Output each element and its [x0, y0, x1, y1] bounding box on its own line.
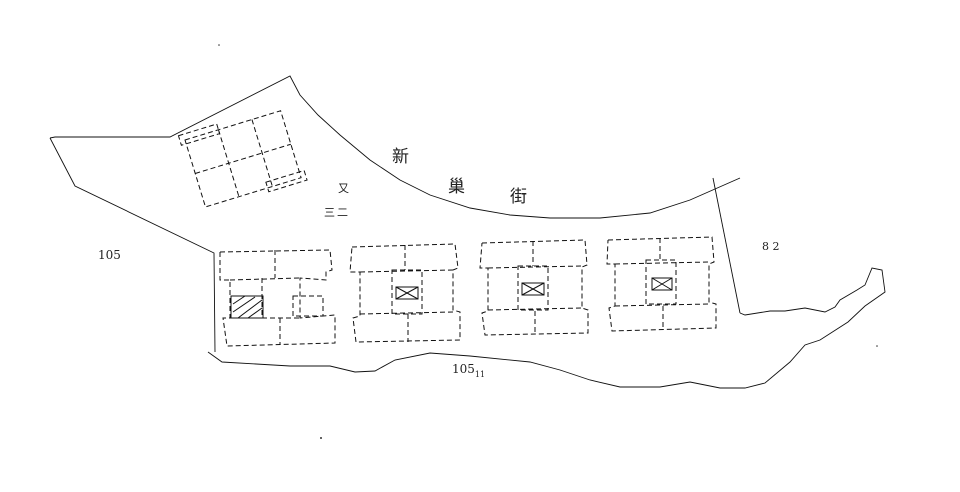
parcel-number: 105	[452, 362, 475, 376]
building-e	[606, 236, 717, 332]
stair-core-x-icon	[651, 277, 673, 291]
parcel-label-right: 8 2	[762, 240, 780, 253]
parcel-label-left: 105	[98, 248, 121, 262]
building-b	[219, 249, 336, 347]
street-char-3: 街	[510, 187, 527, 207]
stair-core-x-icon	[395, 286, 419, 300]
building-c	[349, 243, 461, 343]
building-a	[177, 110, 308, 208]
parcel-sub-number: 11	[474, 370, 486, 379]
street-char-1: 新	[392, 147, 409, 167]
hatched-unit	[230, 295, 264, 319]
floor-mark-top: 又	[338, 182, 349, 195]
stray-mark	[218, 44, 220, 46]
site-boundary-left	[49, 137, 216, 353]
site-boundary-south	[207, 267, 886, 389]
floor-mark-bottom: 三二	[324, 206, 350, 219]
building-d	[479, 239, 589, 336]
site-boundary-west	[49, 75, 741, 219]
parcel-label-bottom: 10511	[452, 362, 485, 379]
stray-mark	[876, 345, 878, 347]
stair-core-x-icon	[521, 282, 545, 296]
street-char-2: 巢	[448, 177, 465, 197]
stray-mark	[320, 437, 322, 439]
parcel-line-east	[712, 177, 741, 314]
